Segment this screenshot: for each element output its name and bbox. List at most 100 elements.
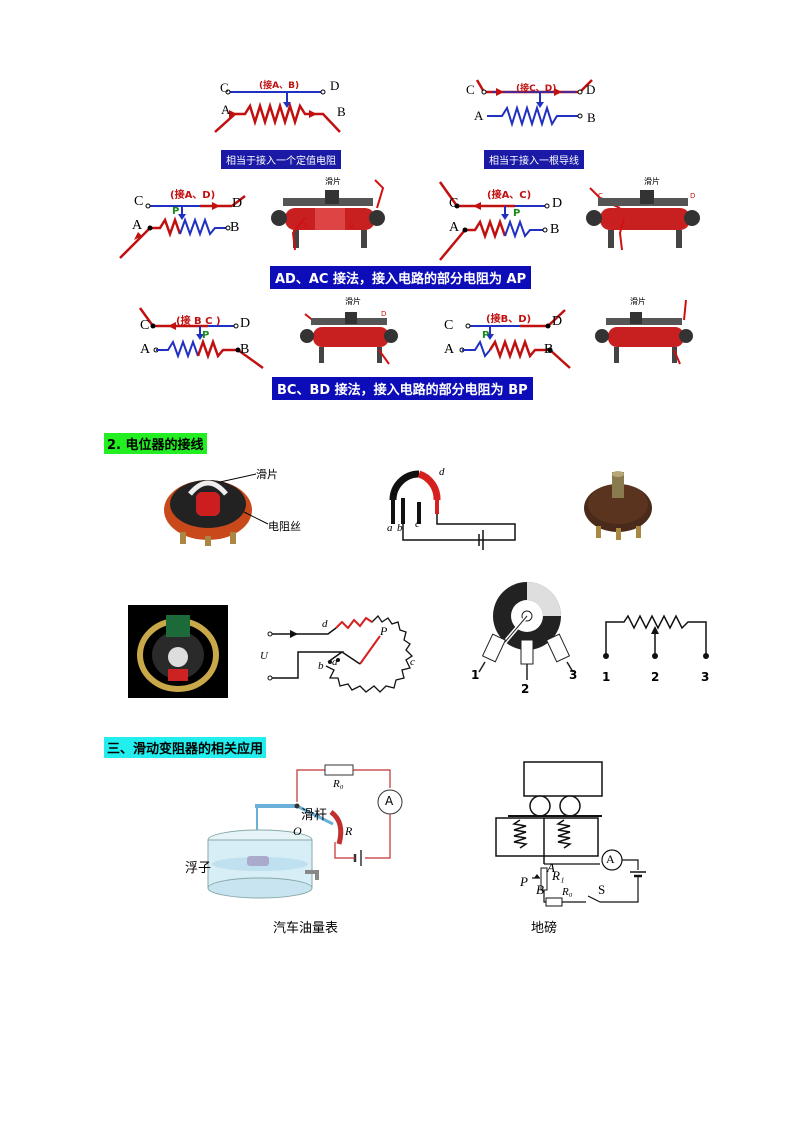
- terminal-d: D: [232, 196, 243, 211]
- potentiometer-symbol-svg: [603, 614, 709, 659]
- fuel-gauge-svg: [207, 764, 403, 899]
- terminal-2: 2: [651, 670, 660, 684]
- terminal-b: B: [230, 220, 240, 235]
- terminal-a: A: [474, 108, 484, 123]
- terminal-a: A: [444, 342, 455, 357]
- label-a: a: [387, 522, 393, 534]
- terminal-b: B: [587, 110, 596, 125]
- rheostat-photo-svg: [586, 187, 700, 251]
- ammeter-label: A: [385, 794, 394, 808]
- terminal-d: D: [240, 316, 251, 331]
- potentiometer-terminal-svg: [478, 582, 574, 680]
- terminal-3: 3: [701, 670, 710, 684]
- label-a: a: [332, 656, 338, 668]
- terminal-c: C: [220, 80, 229, 95]
- photo-b: B: [349, 222, 354, 230]
- slider-label: 滑片: [345, 297, 361, 306]
- slider-p: P: [482, 330, 490, 341]
- slider-label: 滑片: [644, 177, 660, 186]
- terminal-d: D: [586, 82, 596, 97]
- potentiometer-wiring-diagram: a b c c d: [375, 462, 525, 550]
- terminal-3: 3: [569, 668, 578, 682]
- label-d: d: [439, 466, 445, 478]
- rheostat-ad-diagram: C D A B P (接A、D): [119, 178, 260, 263]
- slider-p: P: [513, 208, 521, 219]
- terminal-d: D: [552, 314, 563, 329]
- photo-c: C: [598, 192, 603, 200]
- label-r0: R₀: [333, 778, 344, 790]
- connection-header: (接 B C ): [176, 316, 221, 327]
- connection-header: (接B、D): [486, 314, 532, 325]
- potentiometer-knob-svg: [584, 471, 652, 540]
- rheostat-bc-svg: [138, 307, 264, 370]
- terminal-b: B: [240, 342, 250, 357]
- photo-a: A: [303, 222, 308, 230]
- rheostat-ab-svg: [214, 89, 341, 133]
- label-p: P: [380, 624, 388, 638]
- terminal-a: A: [132, 218, 143, 233]
- terminal-2: 2: [521, 682, 530, 696]
- rheostat-photo-ac: 滑片 C D: [580, 177, 710, 253]
- potentiometer-terminal-drawing: 1 2 3: [465, 582, 590, 697]
- label-c-lower: c: [415, 518, 420, 530]
- photo-d: D: [690, 192, 696, 200]
- terminal-c: C: [140, 318, 150, 333]
- terminal-c: C: [466, 82, 475, 97]
- potentiometer-wiring-svg: [389, 470, 516, 550]
- banner-bc-bd: BC、BD 接法，接入电路的部分电阻为 BP: [272, 377, 533, 400]
- label-r1: R₁: [552, 868, 565, 883]
- rheostat-photo-bc: 滑片 D: [295, 297, 405, 370]
- label-r: R: [345, 824, 353, 838]
- potentiometer-dark-svg: [137, 615, 219, 692]
- terminal-1: 1: [471, 668, 480, 682]
- section-title-potentiometer: 2. 电位器的接线: [104, 433, 207, 454]
- banner-ad-ac: AD、AC 接法，接入电路的部分电阻为 AP: [270, 266, 532, 289]
- resistance-wire-label: 电阻丝: [268, 520, 301, 533]
- slider-label: 滑片: [256, 468, 278, 481]
- label-r0: R₀: [562, 886, 573, 898]
- rheostat-photo-svg: [271, 179, 385, 251]
- terminal-d: D: [330, 78, 340, 93]
- label-p: P: [520, 874, 528, 889]
- terminal-b: B: [337, 104, 346, 119]
- label-s: S: [598, 882, 606, 897]
- rheostat-ad-svg: [119, 195, 246, 259]
- terminal-b: B: [550, 222, 560, 237]
- pivot-o: O: [293, 824, 302, 838]
- rheostat-bd-diagram: C D A B P (接B、D): [440, 300, 580, 375]
- label-a: A: [547, 860, 555, 875]
- potentiometer-circular-svg: [267, 614, 414, 693]
- section-title-applications: 三、滑动变阻器的相关应用: [104, 737, 267, 758]
- caption-fixed-resistor: 相当于接入一个定值电阻: [221, 150, 341, 169]
- terminal-c: C: [134, 194, 144, 209]
- potentiometer-knob-photo: [578, 466, 658, 541]
- potentiometer-dark-photo: [128, 605, 228, 698]
- terminal-d: D: [552, 196, 563, 211]
- rheostat-photo-svg: [595, 299, 693, 365]
- label-u: U: [260, 650, 268, 662]
- connection-header: (接C、D): [516, 84, 557, 94]
- connection-header: (接A、C): [487, 190, 532, 201]
- potentiometer-photo-svg: [164, 473, 269, 546]
- label-d: d: [322, 618, 328, 630]
- caption-fuel-gauge: 汽车油量表: [273, 921, 339, 936]
- terminal-c: C: [444, 318, 454, 333]
- rheostat-photo-svg: [300, 312, 398, 365]
- terminal-a: A: [221, 102, 231, 117]
- terminal-a: A: [449, 220, 460, 235]
- terminal-a: A: [140, 342, 151, 357]
- slider-label: 滑片: [630, 297, 646, 306]
- label-b: b: [397, 522, 403, 534]
- connection-header: (接A、B): [259, 81, 300, 91]
- slider-p: P: [172, 206, 180, 217]
- potentiometer-photo: 滑片 电阻丝: [160, 462, 320, 547]
- float-label: 浮子: [185, 861, 212, 876]
- rheostat-cd-svg: [475, 79, 593, 128]
- fuel-gauge-diagram: R₀ A 滑杆 O R 浮子: [185, 762, 415, 907]
- potentiometer-symbol: 1 2 3: [598, 612, 718, 687]
- potentiometer-circular-diagram: U d P b a c: [258, 600, 428, 700]
- slider-label: 滑片: [325, 177, 341, 186]
- photo-d: D: [381, 310, 387, 318]
- label-c-upper: c: [392, 486, 397, 498]
- caption-wire: 相当于接入一根导线: [484, 150, 584, 169]
